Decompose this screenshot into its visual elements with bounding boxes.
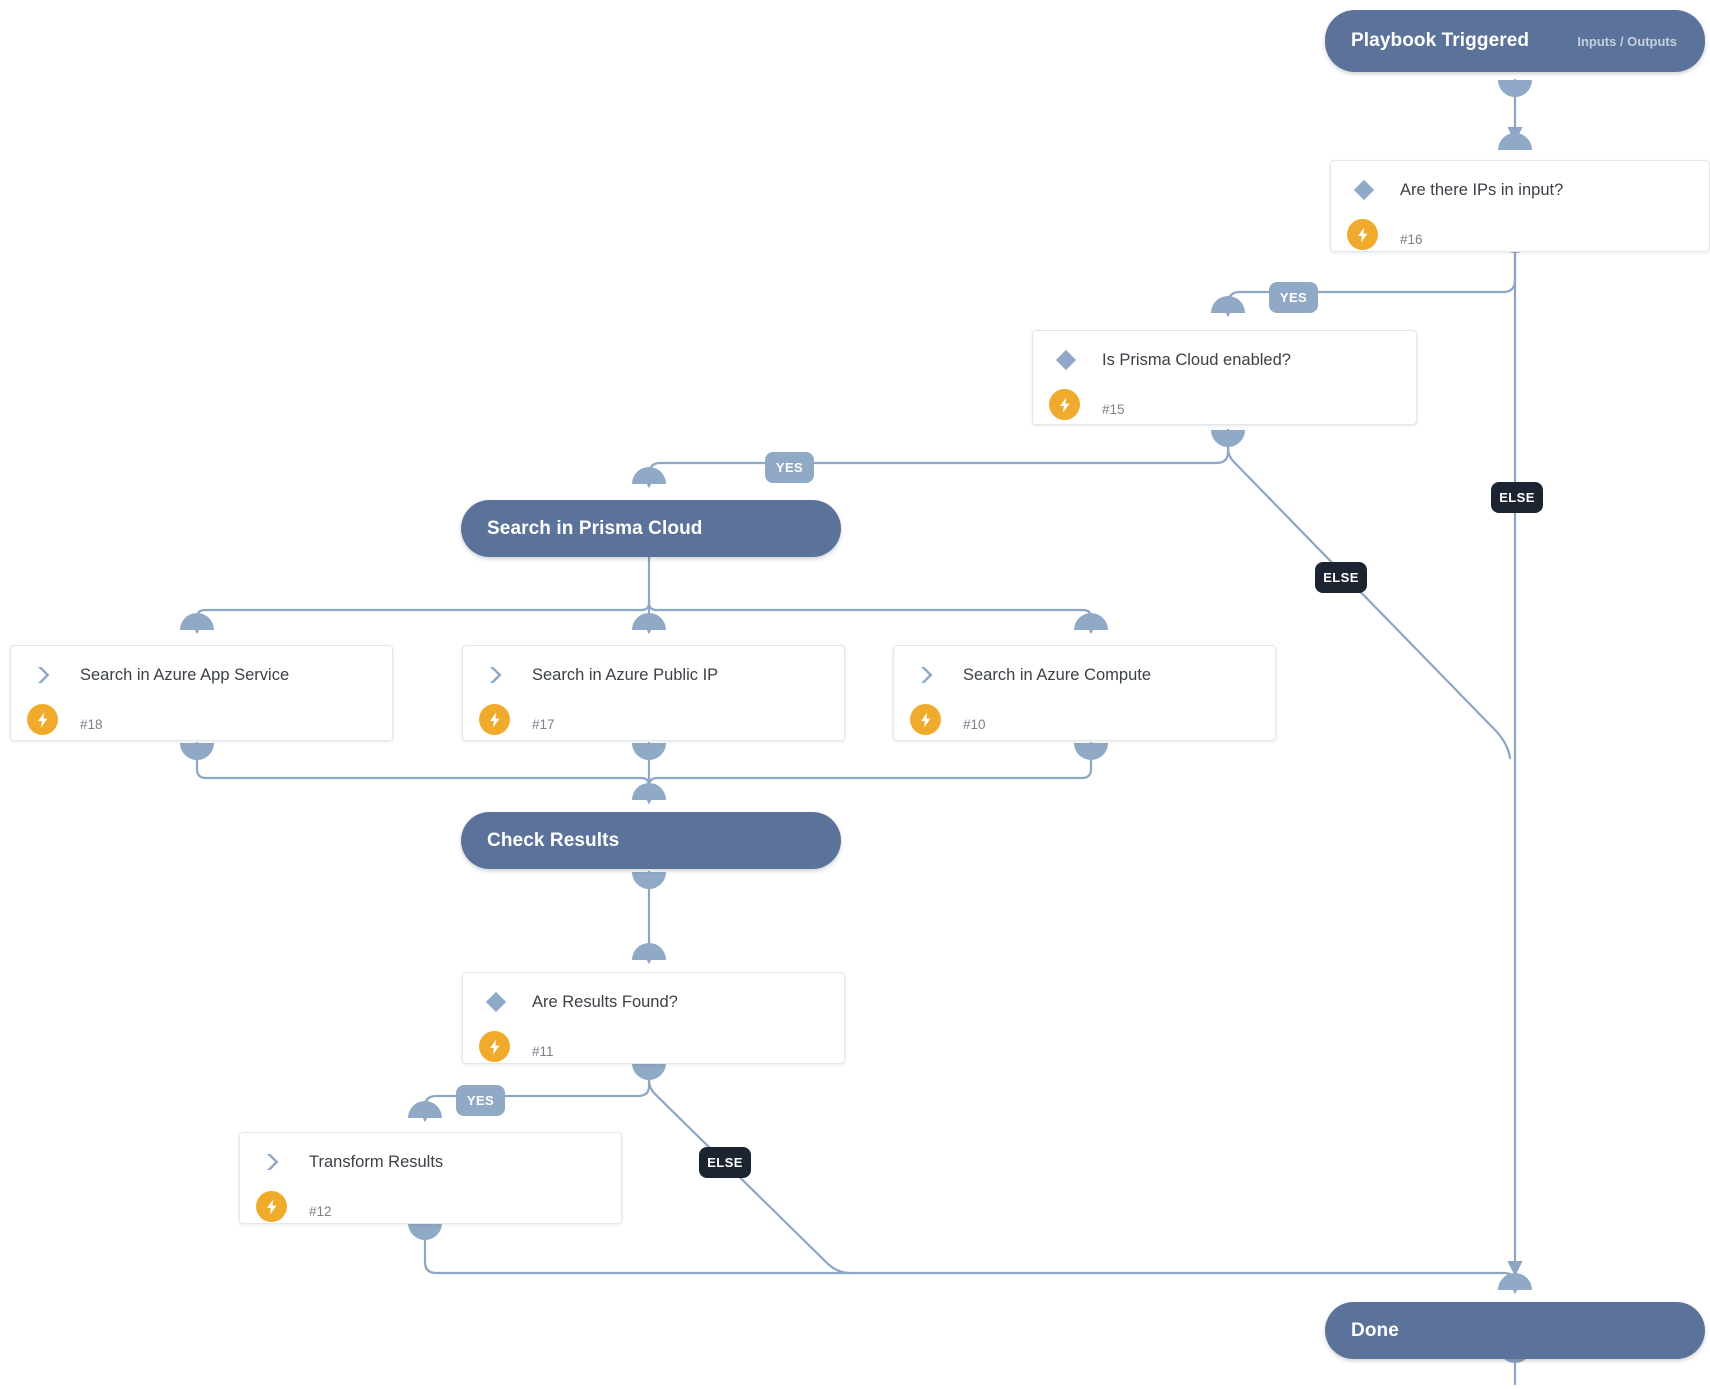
node-search-azure-public-ip-title: Search in Azure Public IP	[532, 665, 719, 684]
node-search-azure-public-ip-number: #17	[532, 717, 555, 732]
node-transform-results[interactable]: Transform Results #12	[239, 1132, 622, 1224]
node-are-there-ips-title: Are there IPs in input?	[1400, 180, 1564, 199]
node-search-azure-compute-number: #10	[963, 717, 986, 732]
edge-label-results-else[interactable]: ELSE	[699, 1147, 751, 1178]
node-are-results-found-number: #11	[532, 1044, 554, 1059]
edge-prisma-to-compute	[647, 601, 1099, 635]
node-search-azure-public-ip[interactable]: Search in Azure Public IP #17	[462, 645, 845, 741]
node-done-title: Done	[1351, 1319, 1399, 1341]
edge-label-ips-else[interactable]: ELSE	[1491, 482, 1543, 513]
lightning-bolt-icon	[1347, 219, 1378, 250]
node-playbook-triggered[interactable]: Playbook Triggered Inputs / Outputs	[1325, 10, 1705, 72]
node-search-azure-app-service[interactable]: Search in Azure App Service #18	[10, 645, 393, 741]
lightning-bolt-icon	[256, 1191, 287, 1222]
port-in-search-prisma	[632, 467, 666, 484]
node-search-azure-compute-footer: #10	[894, 704, 1275, 735]
lightning-bolt-icon	[910, 704, 941, 735]
node-are-there-ips[interactable]: Are there IPs in input? #16	[1330, 160, 1710, 252]
node-search-azure-public-ip-footer: #17	[463, 704, 844, 735]
node-is-prisma-cloud-enabled-footer: #15	[1033, 389, 1416, 420]
edge-prisma-yes-to-search	[641, 428, 1230, 489]
edge-label-ips-yes[interactable]: YES	[1269, 282, 1318, 313]
node-transform-results-header: Transform Results	[240, 1133, 621, 1191]
node-are-there-ips-footer: #16	[1331, 219, 1709, 250]
node-are-results-found[interactable]: Are Results Found? #11	[462, 972, 845, 1064]
node-are-there-ips-number: #16	[1400, 232, 1423, 247]
node-search-azure-compute[interactable]: Search in Azure Compute #10	[893, 645, 1276, 741]
port-in-app-service	[180, 613, 214, 630]
node-are-there-ips-header: Are there IPs in input?	[1331, 161, 1709, 219]
lightning-bolt-icon	[27, 704, 58, 735]
node-are-results-found-header: Are Results Found?	[463, 973, 844, 1031]
node-search-azure-app-service-header: Search in Azure App Service	[11, 646, 392, 704]
port-in-results-found	[632, 943, 666, 960]
port-out-compute	[1074, 743, 1108, 760]
lightning-bolt-icon	[479, 704, 510, 735]
node-search-azure-compute-title: Search in Azure Compute	[963, 665, 1152, 684]
edge-prisma-to-app-service	[189, 601, 651, 635]
node-are-results-found-footer: #11	[463, 1031, 844, 1062]
port-out-trigger	[1498, 80, 1532, 97]
node-search-azure-app-service-footer: #18	[11, 704, 392, 735]
node-transform-results-title: Transform Results	[309, 1152, 444, 1171]
lightning-bolt-icon	[1049, 389, 1080, 420]
chevron-right-icon	[912, 660, 942, 690]
node-search-in-prisma-cloud-title: Search in Prisma Cloud	[487, 517, 703, 539]
port-in-done	[1498, 1273, 1532, 1290]
port-in-public-ip	[632, 613, 666, 630]
node-playbook-triggered-title: Playbook Triggered	[1351, 30, 1530, 51]
chevron-right-icon	[258, 1147, 288, 1177]
node-check-results[interactable]: Check Results	[461, 812, 841, 869]
node-is-prisma-cloud-enabled[interactable]: Is Prisma Cloud enabled? #15	[1032, 330, 1417, 425]
lightning-bolt-icon	[479, 1031, 510, 1062]
edge-compute-to-check	[641, 741, 1093, 805]
port-in-compute	[1074, 613, 1108, 630]
node-transform-results-number: #12	[309, 1204, 332, 1219]
node-check-results-title: Check Results	[487, 829, 620, 851]
diamond-icon	[1051, 345, 1081, 375]
node-is-prisma-cloud-enabled-number: #15	[1102, 402, 1125, 417]
edge-app-service-to-check	[195, 741, 657, 805]
node-search-azure-app-service-number: #18	[80, 717, 103, 732]
port-out-transform	[408, 1223, 442, 1240]
port-out-check	[632, 872, 666, 889]
port-in-check	[632, 783, 666, 800]
edge-label-results-yes[interactable]: YES	[456, 1085, 505, 1116]
node-are-results-found-title: Are Results Found?	[532, 992, 678, 1011]
node-search-azure-public-ip-header: Search in Azure Public IP	[463, 646, 844, 704]
node-search-azure-compute-header: Search in Azure Compute	[894, 646, 1275, 704]
node-playbook-triggered-inputs-outputs[interactable]: Inputs / Outputs	[1577, 33, 1677, 49]
port-out-app-service	[180, 743, 214, 760]
edge-label-prisma-yes[interactable]: YES	[765, 452, 814, 483]
port-out-results-found	[632, 1063, 666, 1080]
edge-transform-to-done	[423, 1221, 1523, 1295]
node-done[interactable]: Done	[1325, 1302, 1705, 1359]
node-is-prisma-cloud-enabled-title: Is Prisma Cloud enabled?	[1102, 350, 1291, 369]
port-out-prisma	[1211, 430, 1245, 447]
node-is-prisma-cloud-enabled-header: Is Prisma Cloud enabled?	[1033, 331, 1416, 389]
node-search-in-prisma-cloud[interactable]: Search in Prisma Cloud	[461, 500, 841, 557]
chevron-right-icon	[29, 660, 59, 690]
node-transform-results-footer: #12	[240, 1191, 621, 1222]
edge-label-prisma-else[interactable]: ELSE	[1315, 562, 1367, 593]
port-in-prisma	[1211, 296, 1245, 313]
chevron-right-icon	[481, 660, 511, 690]
port-in-transform	[408, 1101, 442, 1118]
port-in-ips	[1498, 133, 1532, 150]
diamond-icon	[481, 987, 511, 1017]
port-out-public-ip	[632, 743, 666, 760]
diamond-icon	[1349, 175, 1379, 205]
node-search-azure-app-service-title: Search in Azure App Service	[80, 665, 290, 684]
